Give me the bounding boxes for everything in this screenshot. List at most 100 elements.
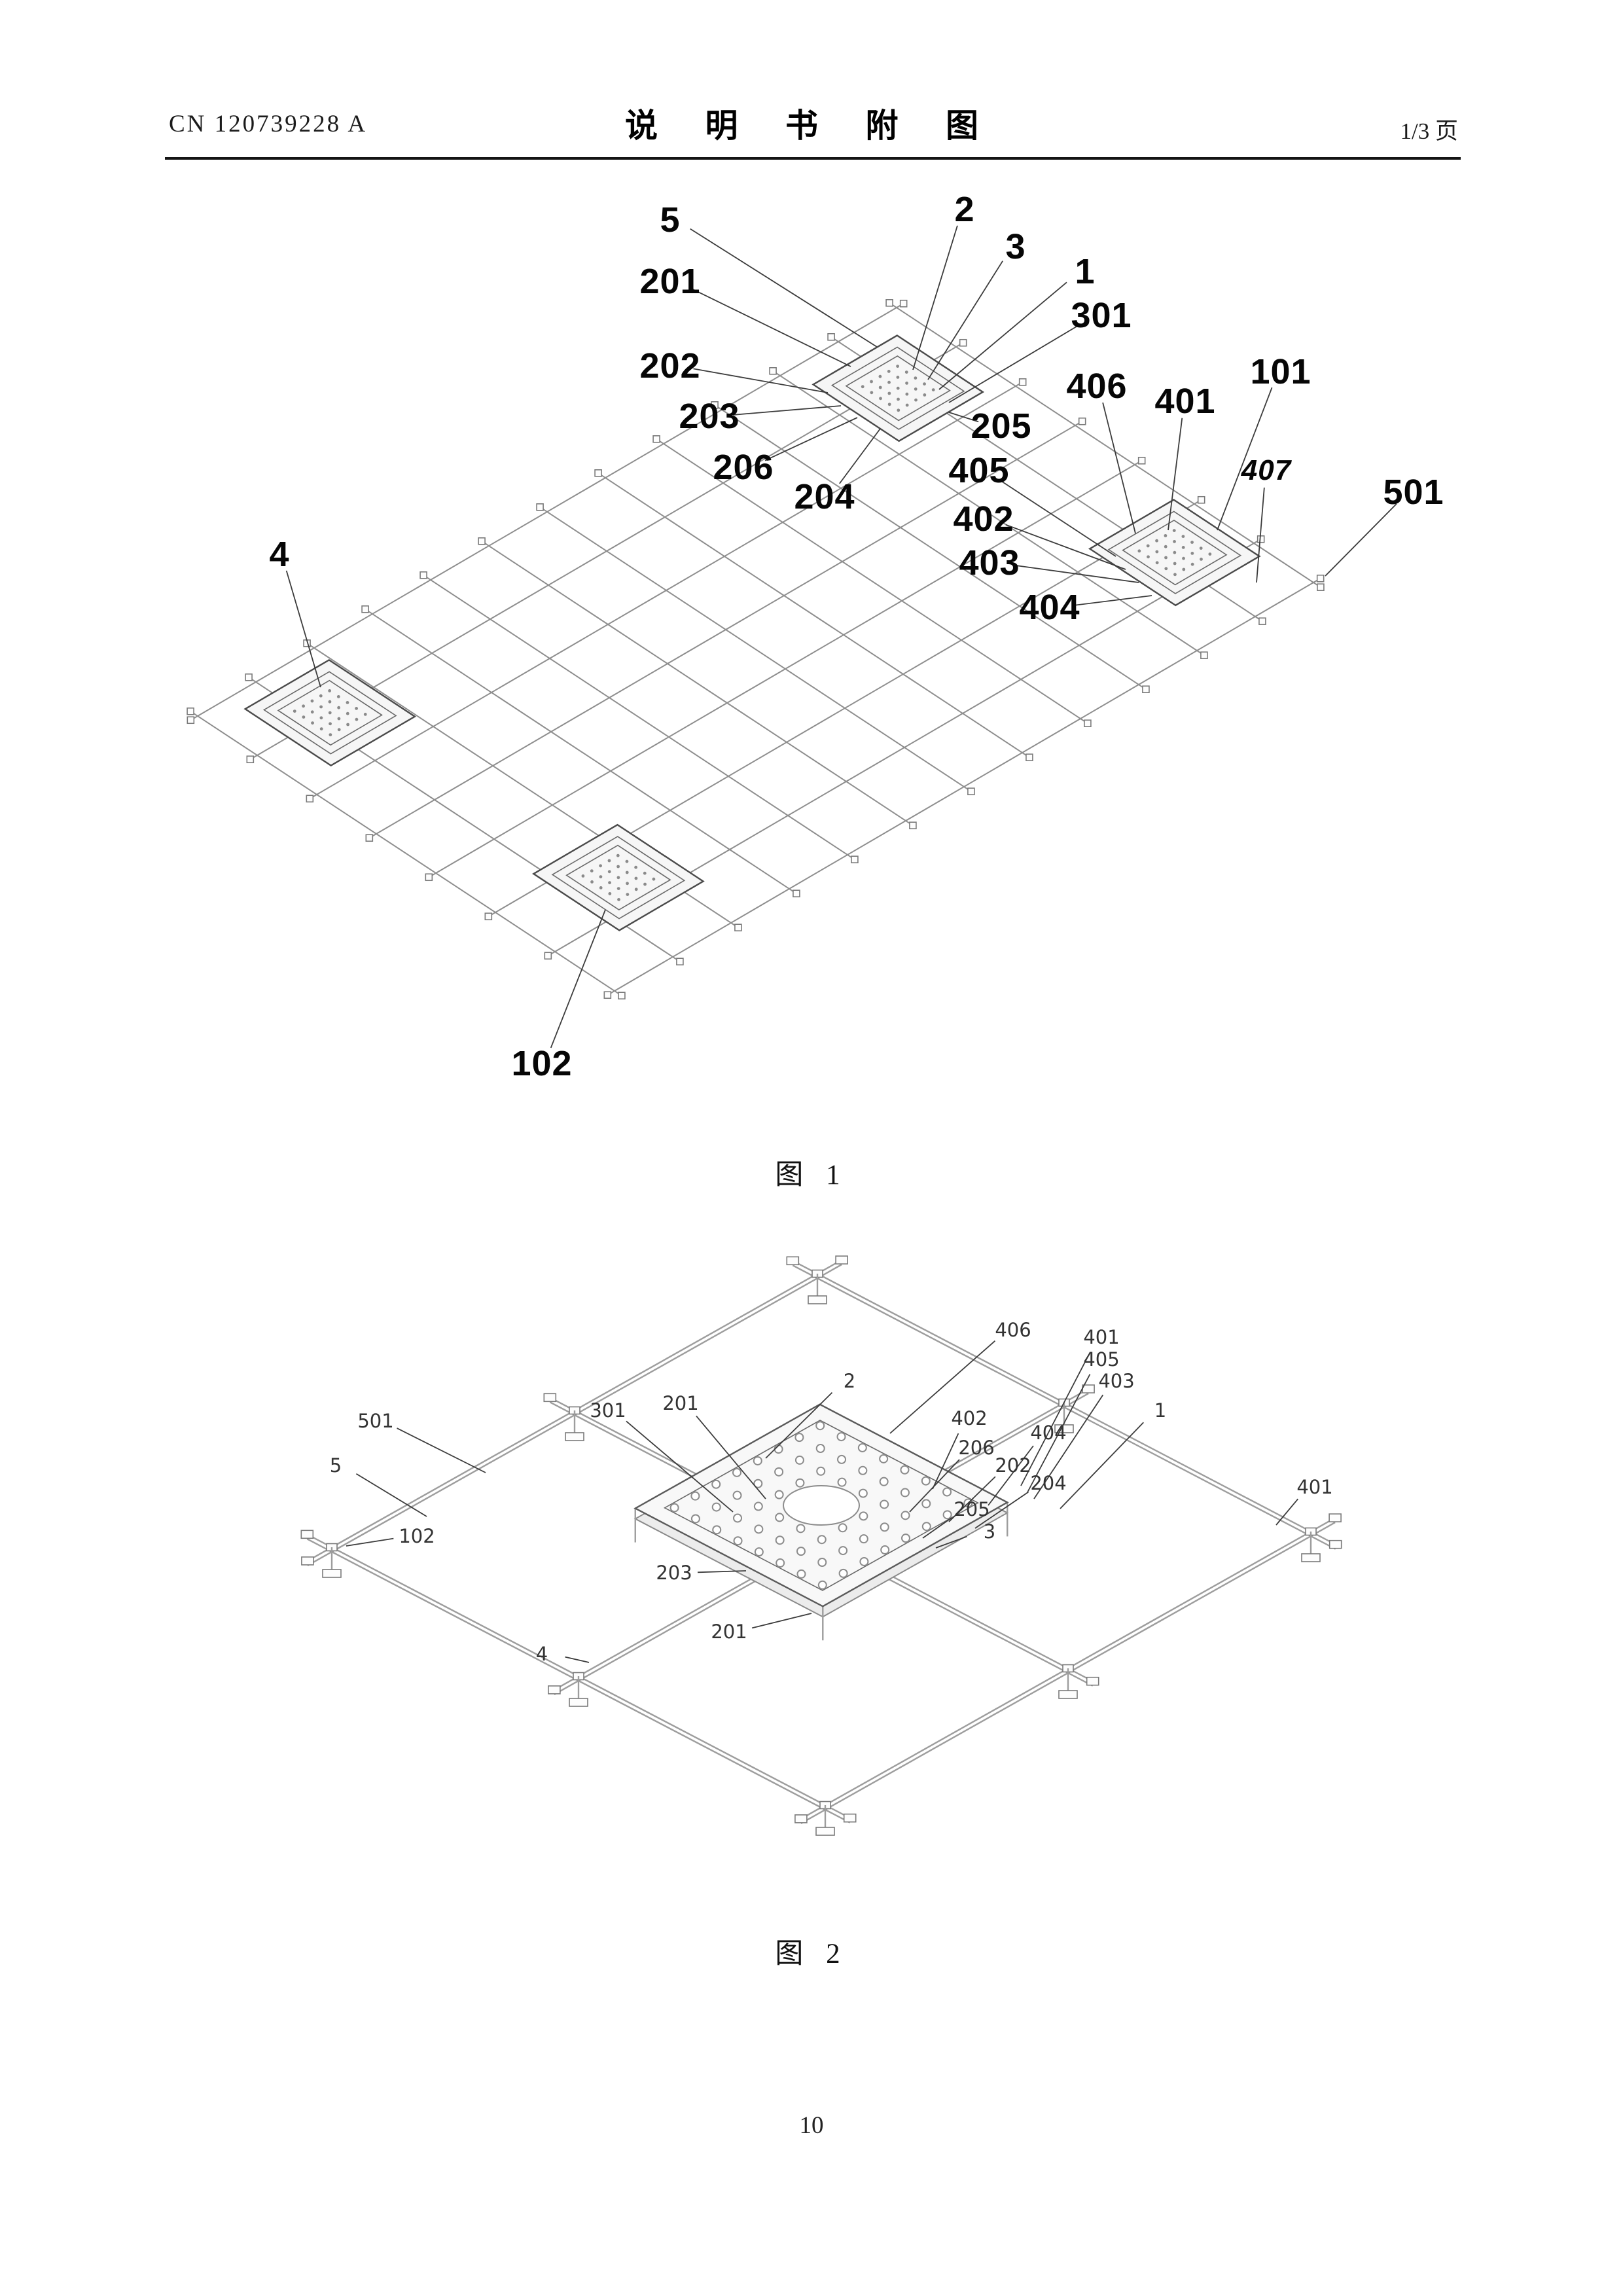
connector-pad [652,435,660,443]
plate-hole [1172,529,1176,532]
plate-hole [754,1547,764,1557]
plate-hole [796,1569,806,1579]
plate-hole [733,1513,743,1523]
plate-hole [817,1558,827,1567]
plate-hole [879,1454,889,1463]
plate-hole [878,374,882,378]
leader-line [764,417,858,461]
leader-line [565,1656,590,1663]
plate-hole [817,1580,827,1590]
plate-hole [858,1488,868,1498]
plate-hole [1181,546,1185,549]
connector-pad [306,795,314,803]
plate-hole [879,397,882,401]
connector-pad [1317,583,1325,592]
ref-label-4: 4 [535,1643,548,1665]
connector-pad [419,571,427,579]
ref-label-206: 206 [713,448,774,487]
plate-hole [328,700,332,704]
connector-pad [300,1530,314,1539]
leader-line [690,228,878,348]
leader-line [697,1570,747,1573]
plate-hole [643,871,647,875]
ref-label-102: 102 [511,1044,573,1083]
plate-hole [914,398,918,402]
plate-hole [302,715,306,719]
ref-label-2: 2 [954,190,975,229]
ref-label-5: 5 [329,1454,342,1477]
plate-hole [753,1479,763,1488]
connector-pad [548,1685,561,1695]
plate-hole [293,709,296,713]
connector-pad [793,889,800,897]
bearing-plate [1122,519,1228,586]
plate-hole [328,711,332,715]
ref-label-407: 407 [1241,454,1292,486]
plate-hole [753,1501,763,1511]
plate-hole [1164,534,1168,537]
plate-hole [690,1491,700,1501]
leader-line [1005,524,1126,570]
plate-hole [625,859,629,863]
connector-pad [1197,495,1205,504]
connector-pad [1329,1513,1342,1522]
plate-hole [887,380,891,384]
connector-pad [851,855,859,863]
connector-pad [794,1814,808,1823]
plate-hole [921,1522,931,1532]
plate-hole [887,370,891,373]
leader-line [927,260,1003,380]
ref-label-401: 401 [1296,1476,1333,1498]
ref-label-404: 404 [1030,1422,1067,1444]
plate-hole [859,1534,868,1544]
plate-hole [643,882,647,886]
ref-label-201: 201 [662,1392,699,1414]
header-rule [165,157,1461,160]
plate-hole [319,727,323,730]
plate-hole [914,387,918,391]
plate-hole [329,733,332,736]
plate-hole [896,376,900,379]
plate-hole [1208,552,1212,556]
plate-hole [931,388,935,391]
plate-hole [336,695,340,698]
plate-hole [897,397,900,401]
ref-label-206: 206 [958,1437,995,1459]
connector-pad [676,958,684,965]
plate-hole [794,1433,804,1443]
support-foot [1058,1690,1078,1699]
plate-hole [838,1546,848,1556]
connector-pad [1257,535,1265,543]
connector-pad [361,605,369,613]
figure-2-grid-structure [300,1255,1342,1836]
ref-label-204: 204 [794,477,855,516]
leader-line [1027,1374,1091,1493]
connector-pad [1329,1539,1342,1549]
ref-label-402: 402 [951,1407,988,1429]
connector-pad [484,912,493,921]
leader-line [696,1415,766,1499]
plate-hole [796,1524,806,1534]
ref-label-202: 202 [995,1454,1031,1477]
plate-hole [337,728,341,732]
page-title: 说 明 书 附 图 [625,107,998,144]
leader-line [948,323,1082,403]
leader-line [693,368,829,393]
plate-hole [617,898,620,901]
center-opening [783,1485,860,1526]
lattice-beam [481,540,914,827]
plate-hole [590,880,594,884]
plate-hole [1181,535,1185,538]
plate-hole [1182,556,1185,560]
connector-pad [543,1393,557,1403]
leader-line [889,1340,996,1434]
connector-pad [967,787,975,796]
leader-line [1168,418,1183,531]
plate-hole [815,1421,825,1431]
connector-pad [769,367,777,375]
plate-hole [1199,547,1203,550]
plate-hole [901,1534,910,1543]
connector-pad [246,755,255,764]
